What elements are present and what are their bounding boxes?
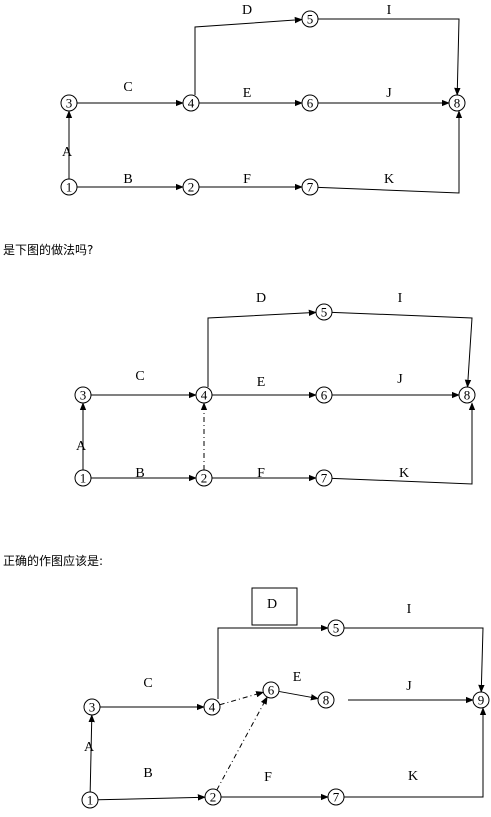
node-label-4: 4 xyxy=(188,96,195,111)
edge-label-7-9: K xyxy=(408,769,418,784)
node-3 xyxy=(60,94,78,112)
node-label-7: 7 xyxy=(321,471,328,486)
node-8 xyxy=(458,386,476,404)
node-label-1: 1 xyxy=(66,180,73,195)
edge-label-6-8: J xyxy=(397,372,403,387)
edge-5-9 xyxy=(344,627,485,693)
node-3 xyxy=(74,386,92,404)
edge-7-8 xyxy=(331,402,476,485)
node-label-7: 7 xyxy=(307,180,314,195)
edge-label-7-8: K xyxy=(399,466,409,481)
node-9 xyxy=(472,691,490,709)
edge-label-1-2: B xyxy=(143,766,152,781)
node-label-5: 5 xyxy=(333,621,340,636)
node-2 xyxy=(182,178,200,196)
edge-label-7-8: K xyxy=(384,172,394,187)
node-label-5: 5 xyxy=(321,305,328,320)
edge-5-8 xyxy=(331,311,473,388)
edge-label-1-3: A xyxy=(84,740,95,755)
node-label-6: 6 xyxy=(268,683,275,698)
node-label-8: 8 xyxy=(323,693,330,708)
edge-label-3-4: C xyxy=(123,80,132,95)
node-1 xyxy=(60,178,78,196)
node-3 xyxy=(83,698,101,716)
edge-1-2 xyxy=(97,794,206,801)
node-5 xyxy=(315,303,333,321)
question-caption: 是下图的做法吗? xyxy=(3,243,94,257)
node-2 xyxy=(204,788,222,806)
node-label-2: 2 xyxy=(201,471,208,486)
edge-4-5 xyxy=(207,309,317,387)
edge-label-2-7: F xyxy=(257,466,265,481)
edge-label-1-2: B xyxy=(135,466,144,481)
node-7 xyxy=(301,178,319,196)
node-label-6: 6 xyxy=(321,388,328,403)
node-label-9: 9 xyxy=(478,693,485,708)
edge-label-1-3: A xyxy=(62,145,73,160)
node-label-1: 1 xyxy=(80,471,87,486)
node-4 xyxy=(182,94,200,112)
node-5 xyxy=(301,10,319,28)
edge-label-6-8: E xyxy=(293,670,302,685)
edge-label-4-5: D xyxy=(256,291,266,306)
edge-4-6 xyxy=(219,691,265,706)
edge-4-5 xyxy=(194,16,303,95)
node-7 xyxy=(315,469,333,487)
edge-label-5-8: I xyxy=(398,291,403,306)
edge-label-5-8: I xyxy=(387,3,392,18)
node-4 xyxy=(203,698,221,716)
node-label-6: 6 xyxy=(307,96,314,111)
edge-label-6-8: J xyxy=(386,86,392,101)
boxed-activity-label: D xyxy=(267,597,277,612)
edge-label-4-6: E xyxy=(257,375,266,390)
edge-4-5 xyxy=(217,624,329,699)
node-label-2: 2 xyxy=(188,180,195,195)
diagram-correct: D A B C E F I J K 1 2 3 4 5 6 7 8 9 xyxy=(81,587,490,809)
node-8 xyxy=(317,691,335,709)
node-6 xyxy=(262,681,280,699)
node-6 xyxy=(315,386,333,404)
node-7 xyxy=(327,788,345,806)
edge-label-3-4: C xyxy=(135,369,144,384)
edge-7-9 xyxy=(344,707,487,798)
node-label-3: 3 xyxy=(80,388,87,403)
node-1 xyxy=(81,791,99,809)
node-label-8: 8 xyxy=(454,96,461,111)
edge-2-6 xyxy=(216,696,268,791)
edge-6-8 xyxy=(278,690,319,701)
edge-label-4-6: E xyxy=(243,86,252,101)
node-5 xyxy=(327,619,345,637)
edge-label-1-2: B xyxy=(123,172,132,187)
node-label-2: 2 xyxy=(210,790,217,805)
edge-1-3 xyxy=(88,714,95,793)
diagram-original: A B C D E F I J K 1 2 3 4 5 6 7 8 xyxy=(60,3,466,196)
edge-label-8-9: J xyxy=(406,679,412,694)
node-label-1: 1 xyxy=(87,793,94,808)
edge-7-8 xyxy=(317,110,463,194)
node-label-4: 4 xyxy=(209,700,216,715)
node-1 xyxy=(74,469,92,487)
node-6 xyxy=(301,94,319,112)
edge-label-2-7: F xyxy=(243,172,251,187)
answer-caption: 正确的作图应该是: xyxy=(3,554,104,568)
edge-label-2-7: F xyxy=(264,770,272,785)
node-label-7: 7 xyxy=(333,790,340,805)
edge-label-3-4: C xyxy=(143,676,152,691)
boxed-activity xyxy=(251,587,298,626)
node-8 xyxy=(448,94,466,112)
node-label-3: 3 xyxy=(89,700,96,715)
edge-label-4-5: D xyxy=(242,3,252,18)
node-label-4: 4 xyxy=(201,388,208,403)
edge-label-1-3: A xyxy=(76,439,87,454)
node-label-8: 8 xyxy=(464,388,471,403)
edge-5-8 xyxy=(318,18,461,96)
node-label-3: 3 xyxy=(66,96,73,111)
node-label-5: 5 xyxy=(307,12,314,27)
diagram-question: A B C D E F I J K 1 2 3 4 5 6 7 8 xyxy=(74,291,476,487)
edge-label-5-9: I xyxy=(407,602,412,617)
node-4 xyxy=(195,386,213,404)
node-2 xyxy=(195,469,213,487)
